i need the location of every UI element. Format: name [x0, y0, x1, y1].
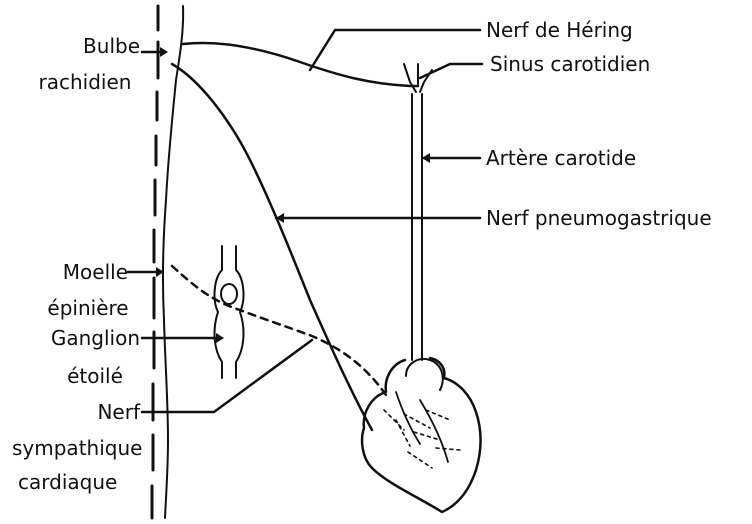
label-rachidien: rachidien: [30, 70, 140, 94]
heart-aortic-arch: [406, 359, 443, 390]
label-sinus-carotidien: Sinus carotidien: [490, 52, 650, 76]
heart-vessel: [396, 392, 420, 444]
arrowhead-ganglion: [216, 333, 224, 343]
nerf-pneumogastrique-path: [172, 64, 372, 430]
label-epiniere: épinière: [36, 296, 140, 320]
label-nerf-sympa: Nerf: [40, 400, 140, 424]
label-ganglion-line2: étoilé: [50, 364, 140, 388]
nerf-sympathique-dashed: [172, 266, 386, 395]
heart-vessel-2: [420, 400, 448, 462]
label-moelle: Moelle: [30, 260, 128, 284]
ganglion-etoile-node: [221, 284, 237, 304]
leader-sinus: [420, 64, 482, 78]
nerf-hering-path: [183, 43, 418, 86]
label-moelle-line2: épinière: [36, 296, 140, 320]
label-bulbe: Bulbe: [40, 34, 140, 58]
label-bulbe-line1: Bulbe: [40, 34, 140, 58]
heart-nerve-ramifications: [384, 410, 460, 468]
label-nerf-sympa-line1: Nerf: [40, 400, 140, 424]
spinal-midline-dashed: [152, 6, 158, 518]
arrowhead-carotide: [422, 153, 430, 163]
sinus-carotidien-branches: [404, 64, 432, 92]
ganglion-chain-left: [215, 246, 222, 378]
label-etoile: étoilé: [50, 364, 140, 388]
label-nerf-sympa-line2: sympathique: [12, 436, 142, 460]
label-cardiaque: cardiaque: [18, 470, 117, 494]
label-ganglion: Ganglion: [20, 326, 140, 350]
label-ganglion-line1: Ganglion: [20, 326, 140, 350]
label-artere-carotide: Artère carotide: [486, 146, 636, 170]
label-moelle-line1: Moelle: [30, 260, 128, 284]
label-sympathique: sympathique: [12, 436, 142, 460]
label-nerf-hering: Nerf de Héring: [486, 18, 633, 42]
label-nerf-sympa-line3: cardiaque: [18, 470, 117, 494]
spinal-cord-outline: [163, 6, 183, 518]
label-bulbe-line2: rachidien: [30, 70, 140, 94]
arrowhead-bulbe: [160, 47, 168, 57]
label-nerf-pneumogastrique: Nerf pneumogastrique: [486, 206, 712, 230]
